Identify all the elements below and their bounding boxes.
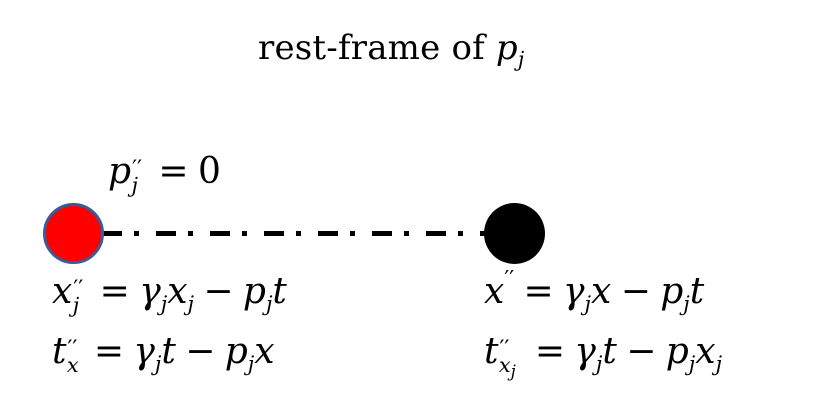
title-text: rest-frame of: [258, 28, 485, 68]
equation-tx-transform: t′′x=γjt−pjx: [52, 331, 275, 377]
particle-x-black-circle: [484, 203, 545, 264]
diagram-title: rest-frame of pj: [258, 26, 524, 70]
momentum-label: p′′j=0: [108, 151, 221, 197]
title-symbol: pj: [495, 28, 525, 72]
dash-dot-connector: [102, 231, 486, 236]
equation-xj-transform: x′′j=γjxj−pjt: [52, 271, 287, 317]
equation-x-transform: x′′=γjx−pjt: [484, 266, 705, 316]
equation-txj-transform: t′′xj=γjt−pjxj: [484, 331, 723, 381]
particle-j-red-circle: [43, 203, 104, 264]
